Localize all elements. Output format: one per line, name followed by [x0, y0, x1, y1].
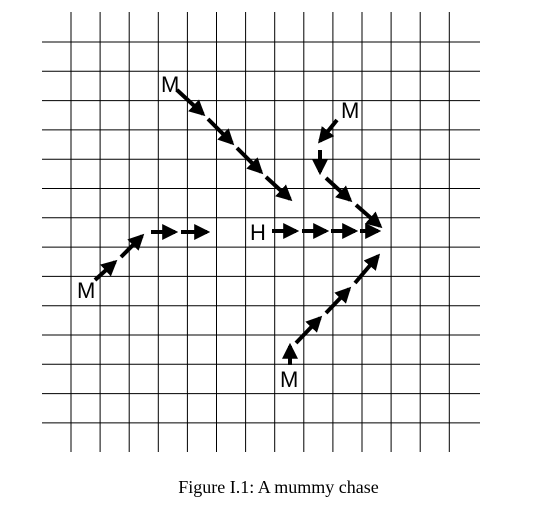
grid [42, 12, 480, 452]
label-mummy-left: M [77, 278, 95, 303]
label-hero: H [250, 220, 266, 245]
arrow [235, 146, 264, 175]
arrow [324, 286, 352, 315]
arrow [317, 118, 339, 144]
arrow [264, 175, 293, 202]
arrow [294, 315, 323, 345]
arrow [354, 203, 383, 229]
arrow [175, 88, 206, 117]
figure-caption: Figure I.1: A mummy chase [178, 477, 379, 497]
arrow [324, 176, 353, 203]
chase-arrows [93, 88, 383, 365]
arrow [93, 259, 118, 282]
label-mummy-bottom: M [280, 367, 298, 392]
arrow [206, 117, 235, 146]
label-mummy-top-right: M [341, 98, 359, 123]
labels: M M H M M [77, 72, 359, 392]
arrow [119, 233, 145, 259]
arrow [353, 253, 381, 285]
label-mummy-top: M [161, 72, 179, 97]
